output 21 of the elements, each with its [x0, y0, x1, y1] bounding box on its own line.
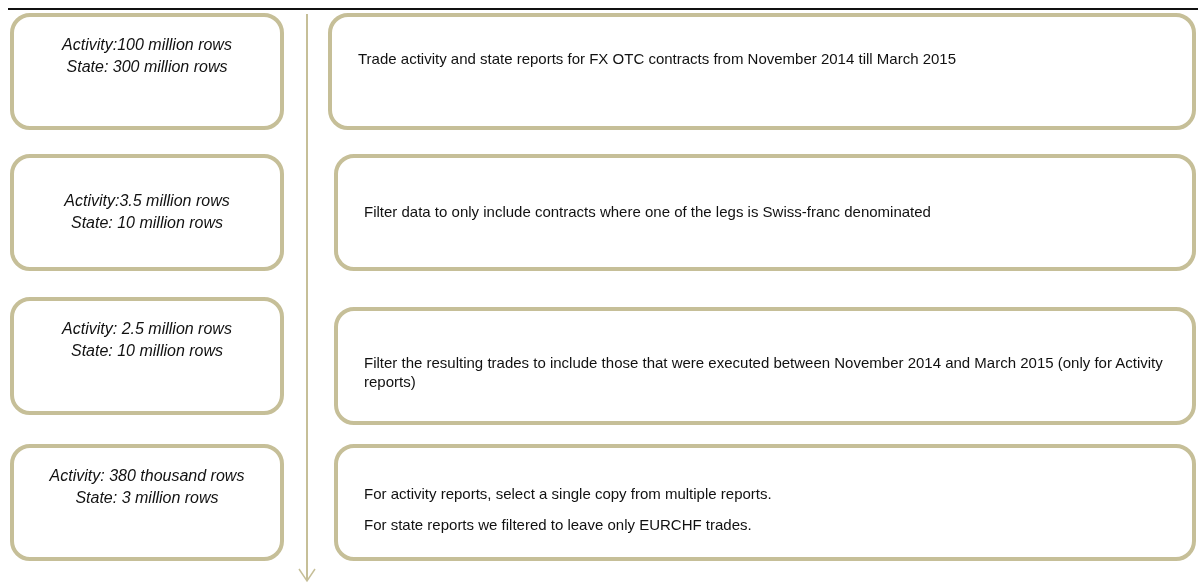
step-description: Filter the resulting trades to include those that were executed between November 2014 and March 2015 (only for Activity reports): [364, 353, 1164, 391]
step-description: Trade activity and state reports for FX OTC contracts from November 2014 till March 2015: [358, 49, 956, 68]
row-count-box: [10, 444, 284, 561]
step-description: For activity reports, select a single copy from multiple reports.: [364, 484, 772, 503]
row-count-text: Activity: 380 thousand rows: [49, 466, 245, 486]
row-count-text: State: 10 million rows: [70, 213, 224, 233]
row-count-box: [10, 13, 284, 130]
row-count-box: [10, 154, 284, 271]
row-count-text: Activity:100 million rows: [62, 35, 232, 55]
row-count-text: State: 3 million rows: [75, 488, 219, 508]
process-step-box: [334, 444, 1196, 561]
row-count-text: Activity: 2.5 million rows: [62, 319, 232, 339]
step-description: For state reports we filtered to leave only EURCHF trades.: [364, 515, 752, 534]
row-count-text: Activity:3.5 million rows: [64, 191, 230, 211]
process-step-box: [334, 307, 1196, 425]
process-step-box: [328, 13, 1196, 130]
row-count-text: State: 10 million rows: [70, 341, 224, 361]
process-step-box: [334, 154, 1196, 271]
row-count-text: State: 300 million rows: [66, 57, 228, 77]
step-description: Filter data to only include contracts where one of the legs is Swiss-franc denominated: [364, 202, 931, 221]
row-count-box: [10, 297, 284, 415]
